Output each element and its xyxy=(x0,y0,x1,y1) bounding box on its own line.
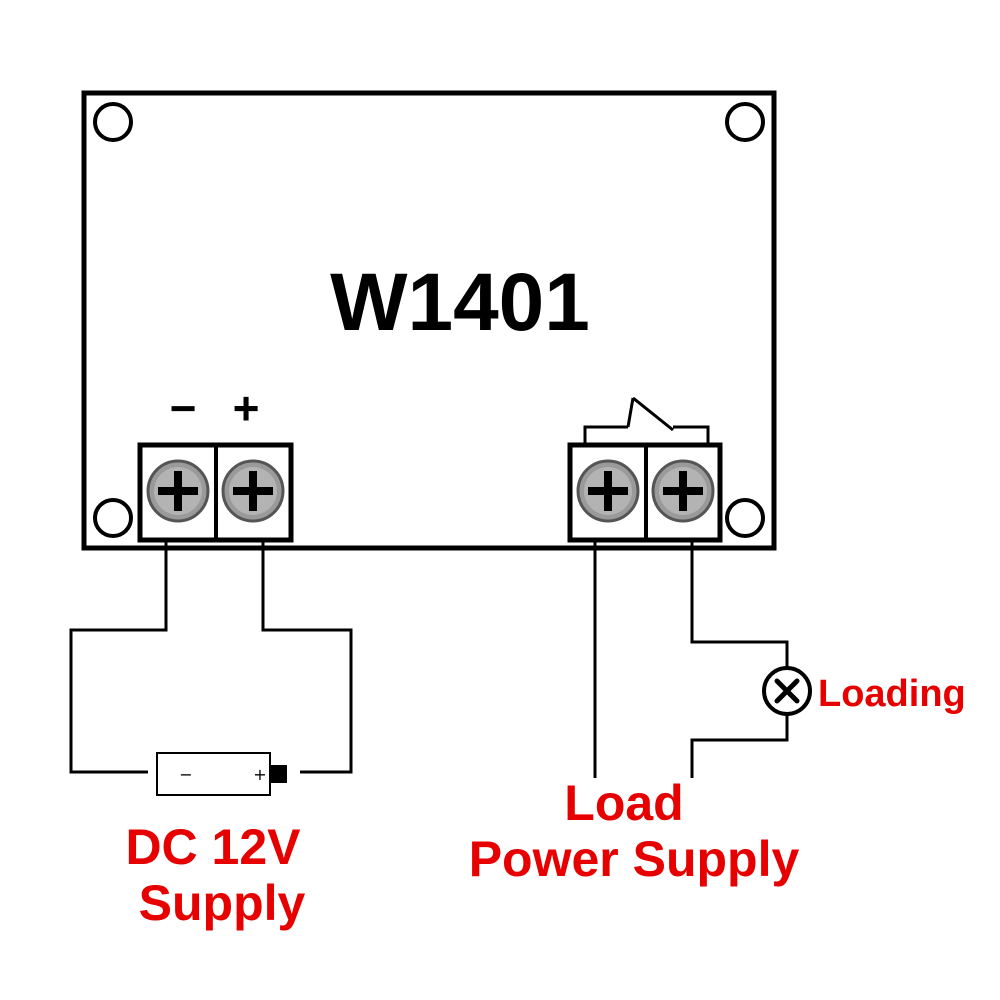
battery-plus-label: + xyxy=(253,765,266,784)
mounting-hole-top-right xyxy=(725,102,765,142)
screw-terminal-icon xyxy=(221,459,285,523)
supply-label-line1: DC 12V xyxy=(125,819,301,875)
load-wires xyxy=(593,540,789,778)
mounting-hole-bottom-right xyxy=(725,498,765,538)
power-terminal-block xyxy=(137,442,294,543)
load-label-line1: Load xyxy=(564,775,683,831)
battery-minus-label: − xyxy=(179,765,192,784)
polarity-plus-label: + xyxy=(233,382,260,434)
mounting-holes xyxy=(93,102,765,538)
mounting-hole-top-left xyxy=(93,102,133,142)
model-title: W1401 xyxy=(330,257,590,348)
screw-terminal-icon xyxy=(651,459,715,523)
loading-label: Loading xyxy=(818,673,966,715)
polarity-minus-label: − xyxy=(170,382,197,434)
load-label-line2: Power Supply xyxy=(469,831,800,887)
supply-wires xyxy=(69,540,353,774)
lamp-load-icon xyxy=(762,666,812,716)
supply-label-line2: Supply xyxy=(139,875,306,931)
relay-terminal-block xyxy=(567,442,723,543)
mounting-hole-bottom-left xyxy=(93,498,133,538)
screw-terminal-icon xyxy=(576,459,640,523)
relay-switch-icon xyxy=(583,396,710,444)
battery-icon: − + xyxy=(156,752,287,796)
screw-terminal-icon xyxy=(146,459,210,523)
